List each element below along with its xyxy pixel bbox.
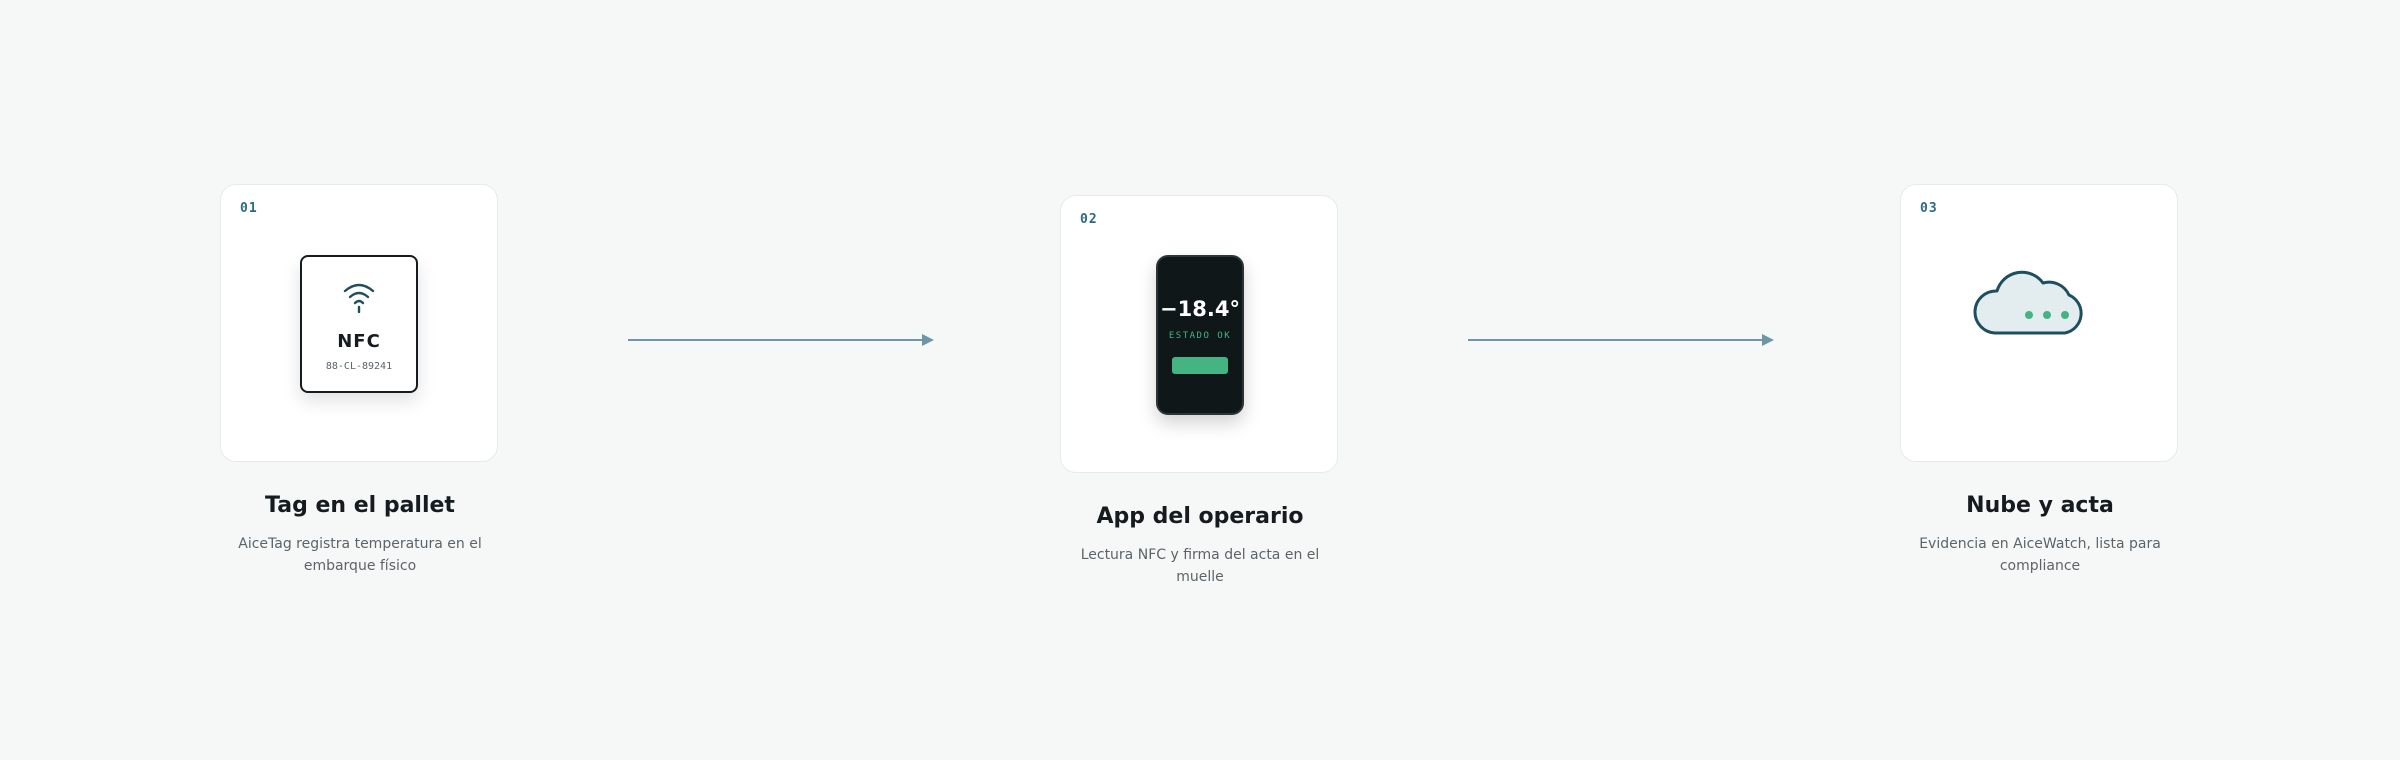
phone-status: ESTADO OK — [1168, 331, 1232, 341]
phone-temperature: −18.4° — [1160, 297, 1240, 321]
phone-confirm-button — [1172, 357, 1228, 374]
step-3-title: Nube y acta — [1966, 493, 2114, 518]
step-1-card: 01 NFC 88-CL-89241 — [220, 184, 498, 462]
step-3-description: Evidencia en AiceWatch, lista para compl… — [1919, 536, 2161, 574]
phone-icon: −18.4° ESTADO OK — [1156, 255, 1244, 415]
flow-arrow-2 — [1468, 333, 1774, 347]
step-3-card: 03 — [1900, 184, 2178, 462]
step-2-number: 02 — [1080, 212, 1098, 227]
arrow-head-icon — [1762, 334, 1774, 346]
nfc-tag-icon: NFC 88-CL-89241 — [300, 255, 418, 393]
cloud-icon — [1973, 270, 2083, 335]
arrow-head-icon — [922, 334, 934, 346]
step-2-title: App del operario — [1096, 504, 1304, 529]
step-1-number: 01 — [240, 201, 258, 216]
wireless-signal-icon — [343, 283, 375, 313]
step-1-description: AiceTag registra temperatura en el embar… — [238, 536, 482, 574]
step-2-card: 02 −18.4° ESTADO OK — [1060, 195, 1338, 473]
step-2-description: Lectura NFC y firma del acta en el muell… — [1080, 547, 1320, 585]
step-1-title: Tag en el pallet — [265, 493, 455, 518]
tag-code: 88-CL-89241 — [325, 361, 393, 372]
flow-arrow-1 — [628, 333, 934, 347]
step-3-number: 03 — [1920, 201, 1938, 216]
nfc-label: NFC — [337, 331, 381, 352]
